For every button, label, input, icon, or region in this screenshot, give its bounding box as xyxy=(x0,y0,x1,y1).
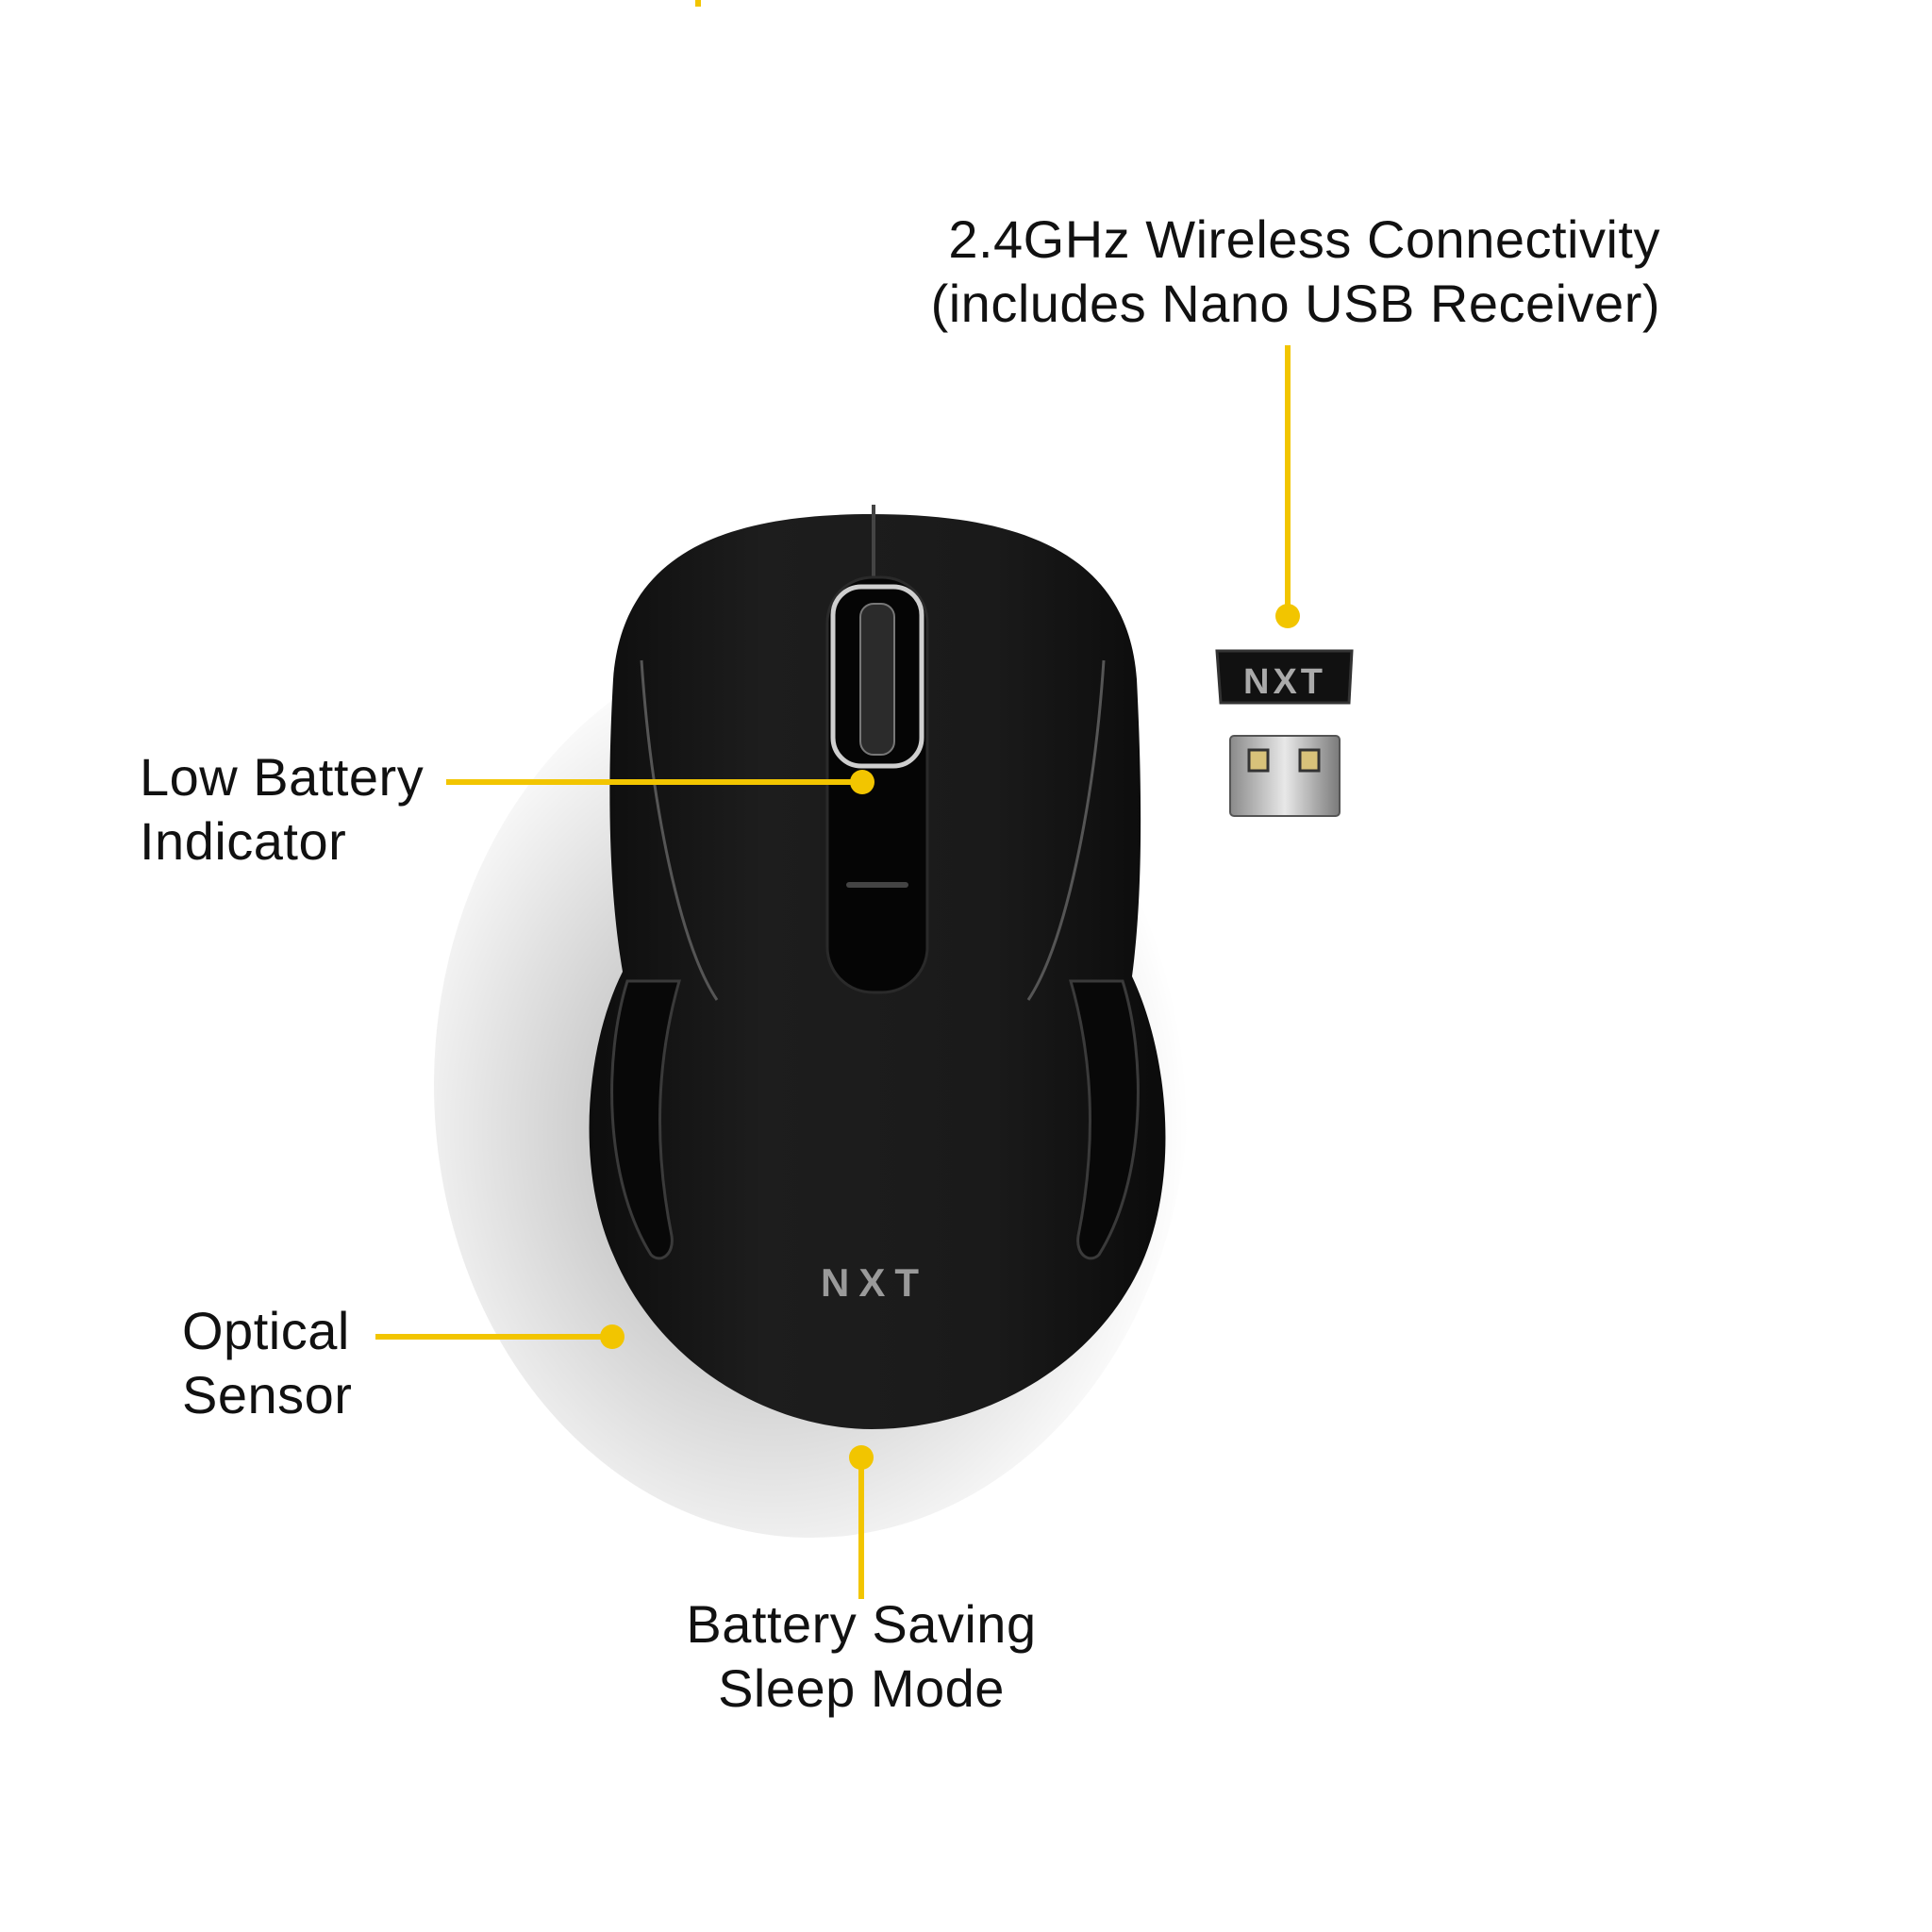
scroll-wheel xyxy=(859,603,895,756)
wireless-line2: (includes Nano USB Receiver) xyxy=(930,274,1660,333)
mouse: NXT xyxy=(589,505,1166,1429)
sleep-callout: Battery Saving Sleep Mode xyxy=(625,1592,1097,1721)
wireless-callout: 2.4GHz Wireless Connectivity (includes N… xyxy=(931,208,1660,336)
wireless-callout-dot xyxy=(1275,604,1300,628)
left-grip xyxy=(610,979,681,1260)
low-battery-line2: Indicator xyxy=(140,811,347,871)
right-grip xyxy=(1069,979,1140,1260)
optical-callout-dot xyxy=(600,1324,625,1349)
sleep-callout-dot xyxy=(849,1445,874,1470)
low-battery-callout-dot xyxy=(850,770,874,794)
sleep-line1: Battery Saving xyxy=(686,1594,1037,1654)
scroll-wheel-frame xyxy=(830,584,924,769)
low-battery-callout: Low Battery Indicator xyxy=(140,745,424,874)
usb-receiver: NXT xyxy=(1215,649,1354,817)
low-battery-line1: Low Battery xyxy=(140,747,425,807)
optical-callout: Optical Sensor xyxy=(182,1299,352,1427)
wireless-line1: 2.4GHz Wireless Connectivity xyxy=(948,209,1660,269)
optical-line1: Optical xyxy=(182,1301,350,1360)
sleep-line2: Sleep Mode xyxy=(718,1658,1005,1718)
receiver-plug xyxy=(1229,735,1341,817)
optical-line2: Sensor xyxy=(182,1365,353,1424)
receiver-logo: NXT xyxy=(1243,662,1326,702)
mouse-brand-logo: NXT xyxy=(821,1260,928,1305)
receiver-cap xyxy=(1215,649,1354,705)
